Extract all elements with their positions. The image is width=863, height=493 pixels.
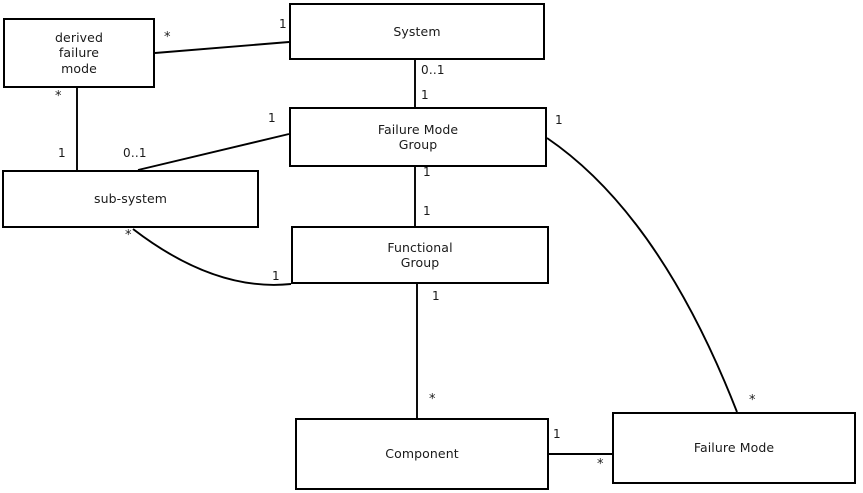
mult-subsys-fmg-target: 1 — [268, 111, 276, 125]
mult-fmg-fm-source: 1 — [555, 113, 563, 127]
class-box-component[interactable]: Component — [295, 418, 549, 490]
mult-fmg-fg-source: 1 — [423, 165, 431, 179]
mult-dfm-system-source: * — [164, 30, 171, 45]
mult-fg-component-target: * — [429, 392, 436, 407]
class-name-failure-mode-group: Failure Mode Group — [377, 121, 459, 152]
edge-derived-failure-mode-system — [154, 41, 290, 54]
class-box-system[interactable]: System — [289, 3, 545, 60]
mult-dfm-system-target: 1 — [279, 17, 287, 31]
association-lines — [76, 41, 738, 455]
class-name-component: Component — [385, 446, 459, 462]
mult-fmg-fg-target: 1 — [423, 204, 431, 218]
class-box-failure-mode[interactable]: Failure Mode — [612, 412, 856, 484]
edge-failure-mode-group-failure-mode — [546, 137, 738, 413]
mult-subsys-fg-target: 1 — [272, 269, 280, 283]
mult-subsys-fg-source: * — [125, 228, 132, 243]
mult-system-fmg-source: 0..1 — [421, 63, 445, 77]
class-box-functional-group[interactable]: Functional Group — [291, 226, 549, 284]
mult-fg-component-source: 1 — [432, 289, 440, 303]
class-name-derived-failure-mode: derived failure mode — [55, 30, 103, 76]
class-box-failure-mode-group[interactable]: Failure Mode Group — [289, 107, 547, 167]
mult-fmg-fm-target: * — [749, 393, 756, 408]
edge-sub-system-failure-mode-group — [137, 133, 290, 171]
mult-component-fm-target: * — [597, 457, 604, 472]
class-name-system: System — [393, 23, 441, 39]
mult-system-fmg-target: 1 — [421, 88, 429, 102]
mult-dfm-subsys-source: * — [55, 89, 62, 104]
mult-dfm-subsys-target: 1 — [58, 146, 66, 160]
class-name-sub-system: sub-system — [93, 191, 168, 207]
class-box-sub-system[interactable]: sub-system — [2, 170, 259, 228]
class-name-functional-group: Functional Group — [387, 239, 453, 270]
class-name-failure-mode: Failure Mode — [693, 440, 775, 456]
mult-component-fm-source: 1 — [553, 427, 561, 441]
mult-subsys-fmg-source: 0..1 — [123, 146, 147, 160]
class-box-derived-failure-mode[interactable]: derived failure mode — [3, 18, 155, 88]
edge-sub-system-functional-group — [132, 228, 292, 286]
